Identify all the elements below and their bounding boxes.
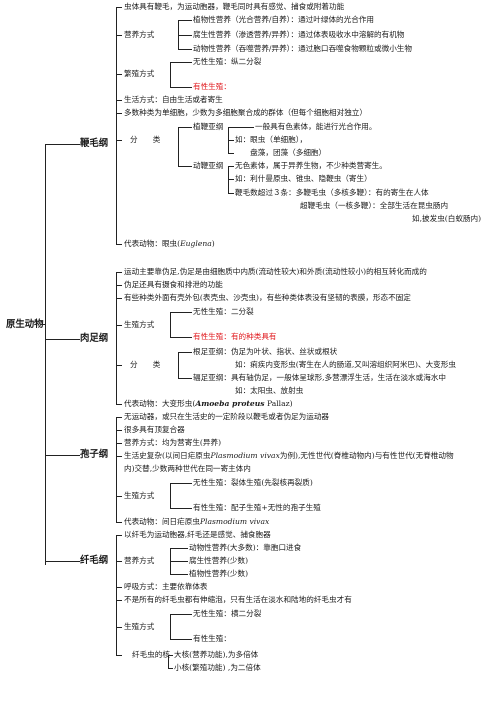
flagellata-asexual: 无性生殖：纵二分裂 xyxy=(193,57,262,66)
flagellata-phyto-line: 一般具有色素体，能进行光合作用。 xyxy=(255,122,377,131)
sarcodina-actinopoda-example: 如：太阳虫、放射虫 xyxy=(235,386,304,395)
section-title-sarcodina: 肉足纲 xyxy=(80,333,109,344)
flagellata-zoo-line: 如,披发虫(白蚁肠内) xyxy=(412,214,482,223)
sporozoa-line: 很多具有顶复合器 xyxy=(124,425,185,434)
flagellata-zoo-line: 鞭毛数超过３条：多鞭毛虫（多核多鞭）：有的寄生在人体 xyxy=(235,188,429,197)
sporozoa-line: 无运动器，或只在生活史的一定阶段以鞭毛或者伪足为运动器 xyxy=(124,412,330,421)
ciliata-nutrition-item: 植物性营养(少数) xyxy=(189,569,249,578)
flagellata-zoo-label: 动鞭亚纲 xyxy=(193,161,224,170)
flagellata-phyto-label: 植鞭亚纲 xyxy=(193,122,224,131)
sarcodina-line: 运动主要靠伪足,伪足是由细胞质中内质(流动性较大)和外质(流动性较小)的相互转化… xyxy=(124,267,427,276)
flagellata-lifestyle: 生活方式：自由生活或者寄生 xyxy=(124,95,223,104)
sporozoa-asexual: 无性生殖：裂体生殖(先裂核再裂质) xyxy=(193,478,313,487)
sporozoa-bracket xyxy=(116,417,117,522)
flagellata-phyto-line: 如：眼虫（单细胞）， xyxy=(235,135,308,144)
sporozoa-lifecycle: 生活史复杂(以间日疟原虫Plasmodium vivax为例),无性世代(脊椎动… xyxy=(124,451,454,460)
sporozoa-lifecycle-cont: 内)交替,少数两种世代在同一寄主体内 xyxy=(124,464,251,473)
ciliata-nutrition-item: 动物性营养(大多数)：靠胞口进食 xyxy=(189,543,302,552)
ciliata-nutrition-label: 营养方式 xyxy=(124,556,155,565)
sporozoa-repro-label: 生殖方式 xyxy=(124,491,155,500)
sporozoa-representative: 代表动物：间日疟原虫Plasmodium vivax xyxy=(124,517,270,526)
ciliata-macronucleus: 大核(营养功能),为多倍体 xyxy=(174,650,259,659)
sarcodina-line: 伪足还具有摄食和排泄的功能 xyxy=(124,280,223,289)
root-connector xyxy=(41,324,46,325)
sarcodina-actinopoda: 辐足亚纲：具有轴伪足，一般体呈球形,多营漂浮生活，生活在淡水或海水中 xyxy=(193,373,447,382)
sarcodina-representative: 代表动物：大变形虫(Amoeba proteus Pallaz) xyxy=(124,399,293,408)
ciliata-sexual: 有性生殖： xyxy=(193,634,231,643)
sarcodina-classify-label: 分 类 xyxy=(130,360,161,369)
flagellata-feature: 虫体具有鞭毛，为运动胞器，鞭毛同时具有感觉、捕食或附着功能 xyxy=(124,2,345,11)
flagellata-zoo-line: 如：利什曼原虫、锥虫、隐鞭虫（寄生） xyxy=(235,174,372,183)
flagellata-nutrition-label: 营养方式 xyxy=(124,30,155,39)
section-title-ciliata: 纤毛纲 xyxy=(80,555,109,566)
sarcodina-repro-label: 生殖方式 xyxy=(124,320,155,329)
ciliata-nucleus-label: 纤毛虫的核 xyxy=(132,650,170,659)
sarcodina-bracket xyxy=(116,272,117,404)
flagellata-nutrition-item: 植物性营养（光合营养/自养）：通过叶绿体的光合作用 xyxy=(193,15,375,24)
ciliata-feature: 以纤毛为运动胞器,纤毛还是感觉、捕食胞器 xyxy=(124,530,271,539)
flagellata-cell: 多数种类为单细胞，少数为多细胞聚合成的群体（但每个细胞相对独立） xyxy=(124,108,367,117)
section-title-sporozoa: 孢子纲 xyxy=(80,449,109,460)
ciliata-breath: 呼吸方式：主要依靠体表 xyxy=(124,582,208,591)
flagellata-zoo-line: 超鞭毛虫（一核多鞭）：全部生活在昆虫肠内 xyxy=(300,201,449,210)
section-title-flagellata: 鞭毛纲 xyxy=(80,138,109,149)
root-bracket xyxy=(45,144,46,565)
flagellata-phyto-line: 盘藻，团藻（多细胞） xyxy=(235,148,327,157)
ciliata-micronucleus: 小核(繁殖功能) ,为二倍体 xyxy=(174,663,261,672)
sarcodina-rhizopoda: 根足亚纲：伪足为叶状、指状、丝状或根状 xyxy=(193,347,338,356)
flagellata-sexual: 有性生殖： xyxy=(193,82,231,91)
ciliata-nutrition-item: 腐生性营养(少数) xyxy=(189,556,249,565)
sporozoa-sexual: 有性生殖：配子生殖+无性的孢子生殖 xyxy=(193,503,321,512)
ciliata-asexual: 无性生殖：横二分裂 xyxy=(193,609,262,618)
flagellata-classify-label: 分 类 xyxy=(130,135,161,144)
ciliata-bracket xyxy=(116,535,117,655)
flagellata-representative: 代表动物：眼虫(Euglena) xyxy=(124,239,215,248)
flagellata-nutrition-item: 腐生性营养（渗透营养/异养）：通过体表吸收水中溶解的有机物 xyxy=(193,30,405,39)
sarcodina-line: 有些种类外面有壳外包(表壳虫、沙壳虫)，有些种类体表没有坚韧的表膜，形态不固定 xyxy=(124,293,411,302)
sarcodina-rhizopoda-example: 如：痢疾内变形虫(寄生在人的肠道,又叫溶组织阿米巴)、大变形虫 xyxy=(235,360,456,369)
ciliata-vacuole: 不是所有的纤毛虫都有伸缩泡，只有生活在淡水和陆地的纤毛虫才有 xyxy=(124,595,352,604)
flagellata-nutrition-item: 动物性营养（吞噬营养/异养）：通过胞口吞噬食物颗粒或微小生物 xyxy=(193,44,412,53)
flagellata-repro-label: 繁殖方式 xyxy=(124,69,155,78)
ciliata-repro-label: 生殖方式 xyxy=(124,622,155,631)
sporozoa-line: 营养方式：均为营寄生(异养) xyxy=(124,438,222,447)
flagellata-bracket xyxy=(116,7,117,244)
flagellata-zoo-line: 无色素体，属于异养生物，不少种类营寄生。 xyxy=(235,161,387,170)
root-title: 原生动物 xyxy=(6,319,44,330)
sarcodina-sexual: 有性生殖：有的种类具有 xyxy=(193,332,277,341)
sarcodina-asexual: 无性生殖：二分裂 xyxy=(193,307,254,316)
